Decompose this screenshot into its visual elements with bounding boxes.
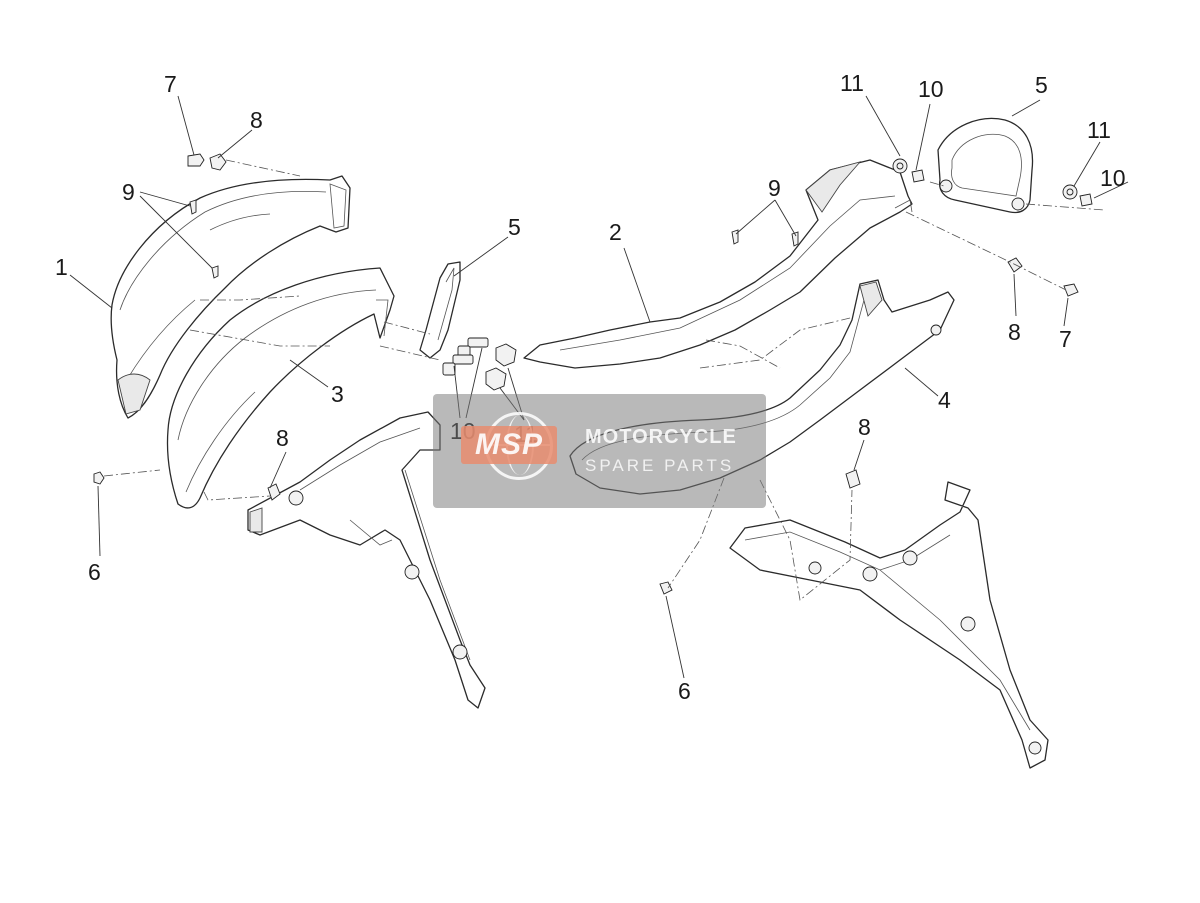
callout-8-right-upper: 8 <box>1008 319 1021 345</box>
center-bolts-10 <box>442 337 489 376</box>
watermark-line-2: SPARE PARTS <box>585 456 735 475</box>
right-screw-7 <box>1063 283 1079 297</box>
callout-9-right: 9 <box>768 175 781 201</box>
watermark: MSP MOTORCYCLE SPARE PARTS <box>433 394 766 508</box>
callout-10-right: 10 <box>1100 165 1126 191</box>
callout-4: 4 <box>938 387 951 413</box>
part-1-left-upper-cover <box>110 175 351 419</box>
callout-11-right: 11 <box>1087 117 1111 143</box>
callout-6-right: 6 <box>678 678 691 704</box>
callout-9-left: 9 <box>122 179 135 205</box>
center-nuts-11 <box>485 343 517 391</box>
callout-3: 3 <box>331 381 344 407</box>
callout-7-right: 7 <box>1059 326 1072 352</box>
part-2-right-upper-cover <box>523 159 913 369</box>
right-clip-8-lower <box>845 469 861 489</box>
watermark-badge: MSP <box>461 426 557 464</box>
callout-8-left-lower: 8 <box>276 425 289 451</box>
callout-5-right: 5 <box>1035 72 1048 98</box>
watermark-line-1: MOTORCYCLE <box>585 426 737 448</box>
callout-11-right-upper: 11 <box>840 70 864 96</box>
left-screw-7 <box>187 153 205 167</box>
part-3-left-lower-panel <box>166 267 395 509</box>
left-clip-8 <box>209 153 227 171</box>
callout-10-right-upper: 10 <box>918 76 944 102</box>
assembly-lines <box>103 159 1105 601</box>
part-5-center-bracket <box>419 261 461 359</box>
callout-2: 2 <box>609 219 622 245</box>
left-clip-8-lower <box>267 483 281 501</box>
callout-6-left: 6 <box>88 559 101 585</box>
callout-8-right-lower: 8 <box>858 414 871 440</box>
right-screw-6 <box>659 581 673 595</box>
right-screws-9 <box>731 229 799 247</box>
right-bolt-10-b <box>1079 193 1093 207</box>
left-screws-9 <box>189 199 219 279</box>
left-inner-bracket <box>247 411 486 709</box>
right-bolt-10-a <box>911 169 925 183</box>
callout-8-left-upper: 8 <box>250 107 263 133</box>
callout-7-left: 7 <box>164 71 177 97</box>
right-nut-11-b <box>1062 184 1078 200</box>
part-5-right-ring <box>937 117 1034 214</box>
right-nut-11-a <box>892 158 908 174</box>
callout-5-center: 5 <box>508 214 521 240</box>
callout-1: 1 <box>55 254 68 280</box>
right-lower-bracket <box>729 481 1049 769</box>
left-screw-6 <box>93 471 105 485</box>
right-clip-8-upper <box>1007 257 1023 273</box>
